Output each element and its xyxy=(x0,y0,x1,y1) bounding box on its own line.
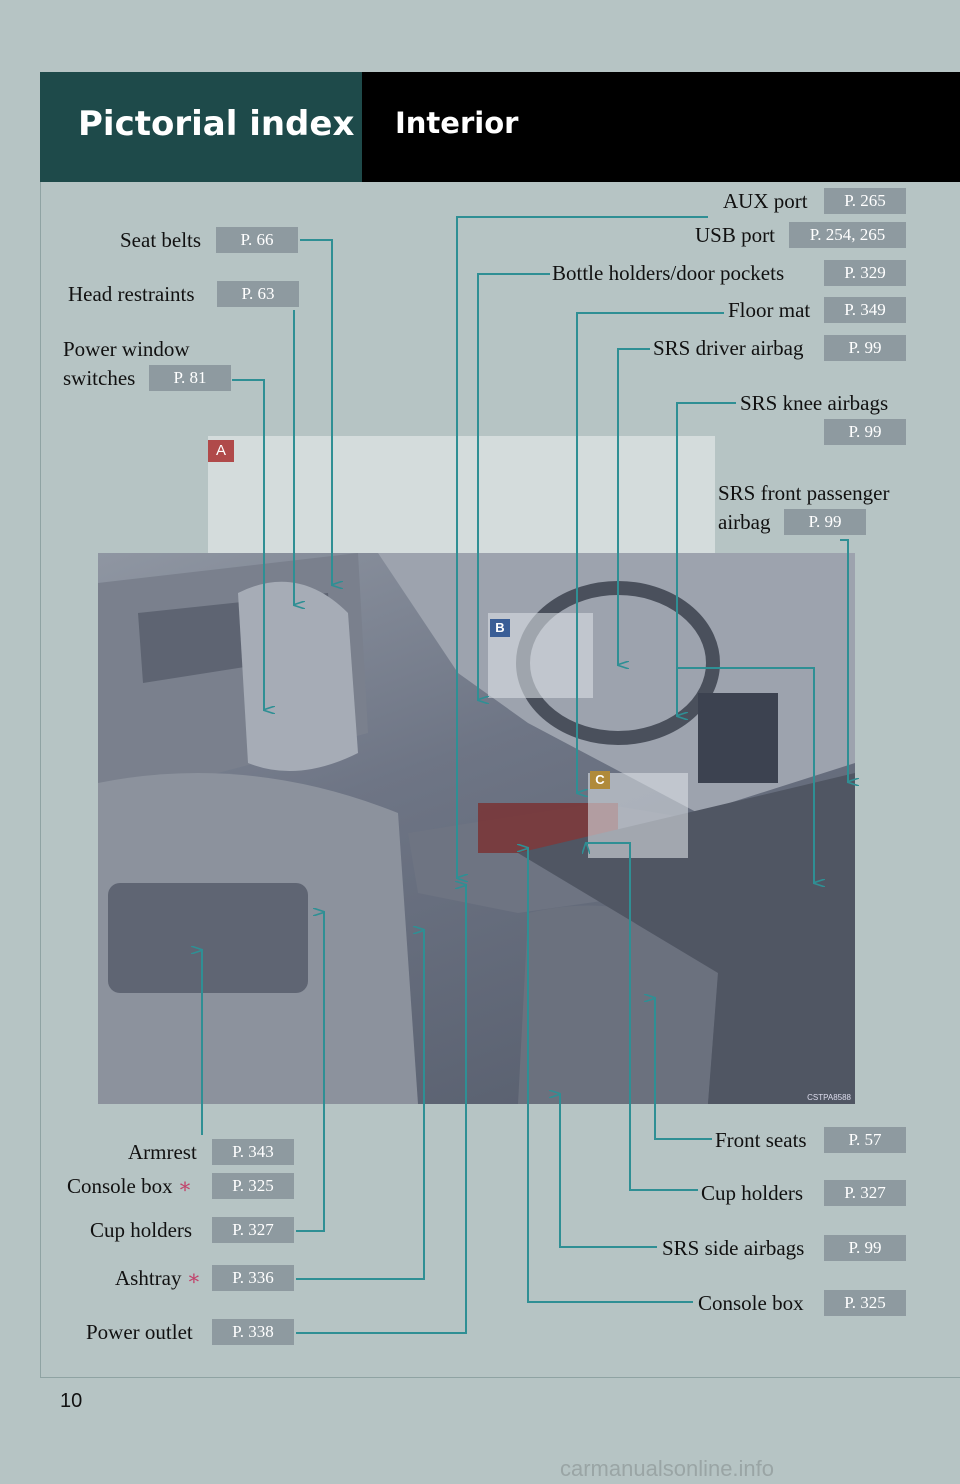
leader-srs-side xyxy=(560,1094,657,1248)
page-ref-aux-port[interactable]: P. 265 xyxy=(824,188,906,214)
leader-srs-knee xyxy=(676,402,736,716)
label-armrest: Armrest xyxy=(128,1140,197,1164)
page-ref-bottle-holders[interactable]: P. 329 xyxy=(824,260,906,286)
label-srs-knee-airbags: SRS knee airbags xyxy=(740,391,889,415)
header-right-panel xyxy=(362,72,960,182)
leader-srs-driver xyxy=(617,348,650,665)
headrest-seat-left xyxy=(238,581,358,771)
panel-a-tag: A xyxy=(208,440,234,462)
label-power-window-line1: Power window xyxy=(63,337,190,361)
panel-b-tag: B xyxy=(490,619,510,637)
label-front-seats: Front seats xyxy=(715,1128,807,1152)
leader-seat-belts xyxy=(300,239,332,585)
page-ref-cup-holders-right[interactable]: P. 327 xyxy=(824,1180,906,1206)
leader-floor-mat xyxy=(576,312,724,793)
leader-srs-knee-2 xyxy=(677,667,814,883)
leader-cup-holders-right xyxy=(586,842,698,1191)
page-ref-srs-driver-airbag[interactable]: P. 99 xyxy=(824,335,906,361)
label-console-box-right: Console box xyxy=(698,1291,804,1315)
panel-a-backdrop xyxy=(208,436,715,553)
label-power-window-line2: switches xyxy=(63,366,136,390)
label-cup-holders-right: Cup holders xyxy=(701,1181,804,1205)
page-ref-power-window[interactable]: P. 81 xyxy=(149,365,231,391)
leader-ashtray xyxy=(296,930,425,1280)
page-number: 10 xyxy=(60,1390,83,1412)
asterisk-console-box: ∗ xyxy=(177,1174,193,1198)
front-passenger-seat xyxy=(518,905,718,1104)
page-ref-cup-holders-left[interactable]: P. 327 xyxy=(212,1217,294,1243)
label-srs-front-passenger-line1: SRS front passenger xyxy=(718,481,890,505)
page-ref-srs-side-airbags[interactable]: P. 99 xyxy=(824,1235,906,1261)
label-srs-side-airbags: SRS side airbags xyxy=(662,1236,805,1260)
page-ref-power-outlet[interactable]: P. 338 xyxy=(212,1319,294,1345)
leader-front-seats xyxy=(655,998,712,1140)
page-ref-usb-port[interactable]: P. 254, 265 xyxy=(789,222,906,248)
label-head-restraints: Head restraints xyxy=(68,282,195,306)
watermark-footer: carmanualsonline.info xyxy=(560,1456,775,1481)
label-console-box-left-text: Console box xyxy=(67,1174,173,1198)
label-bottle-holders: Bottle holders/door pockets xyxy=(552,261,785,285)
page-ref-seat-belts[interactable]: P. 66 xyxy=(216,227,298,253)
label-usb-port: USB port xyxy=(695,223,775,247)
header-left-panel xyxy=(40,72,362,182)
label-srs-driver-airbag: SRS driver airbag xyxy=(653,336,804,360)
leader-cup-holders-left xyxy=(296,912,325,1232)
interior-illustration xyxy=(98,553,855,1104)
label-ashtray-text: Ashtray xyxy=(115,1266,182,1290)
leader-power-window xyxy=(232,379,264,710)
label-power-outlet: Power outlet xyxy=(86,1320,193,1344)
photo-code: CSTPA8588 xyxy=(807,1093,851,1102)
leader-power-outlet xyxy=(296,885,467,1334)
label-console-box-left: Console box ∗ xyxy=(67,1174,192,1198)
page-ref-ashtray[interactable]: P. 336 xyxy=(212,1265,294,1291)
interior-photo: B C CSTPA8588 xyxy=(98,553,855,1104)
section-title: Interior xyxy=(395,106,519,140)
page-ref-head-restraints[interactable]: P. 63 xyxy=(217,281,299,307)
leader-usb-aux xyxy=(456,216,708,878)
leader-srs-front-passenger xyxy=(840,539,848,782)
page-ref-srs-knee-airbags[interactable]: P. 99 xyxy=(824,419,906,445)
label-seat-belts: Seat belts xyxy=(120,228,202,252)
armrest-shape xyxy=(108,883,308,993)
label-srs-front-passenger-line2: airbag xyxy=(718,510,771,534)
page-ref-console-box-right[interactable]: P. 325 xyxy=(824,1290,906,1316)
leader-bottle-holders xyxy=(477,273,550,700)
page-ref-armrest[interactable]: P. 343 xyxy=(212,1139,294,1165)
label-ashtray: Ashtray ∗ xyxy=(115,1266,201,1290)
label-cup-holders-left: Cup holders xyxy=(90,1218,193,1242)
center-display xyxy=(698,693,778,783)
page-ref-front-seats[interactable]: P. 57 xyxy=(824,1127,906,1153)
page-ref-console-box-left[interactable]: P. 325 xyxy=(212,1173,294,1199)
page-ref-floor-mat[interactable]: P. 349 xyxy=(824,297,906,323)
page-title: Pictorial index xyxy=(78,104,355,144)
panel-c-tag: C xyxy=(590,771,610,789)
leader-console-box-right xyxy=(528,848,693,1303)
label-floor-mat: Floor mat xyxy=(728,298,811,322)
asterisk-ashtray: ∗ xyxy=(186,1266,202,1290)
page-ref-srs-front-passenger[interactable]: P. 99 xyxy=(784,509,866,535)
label-aux-port: AUX port xyxy=(723,189,808,213)
